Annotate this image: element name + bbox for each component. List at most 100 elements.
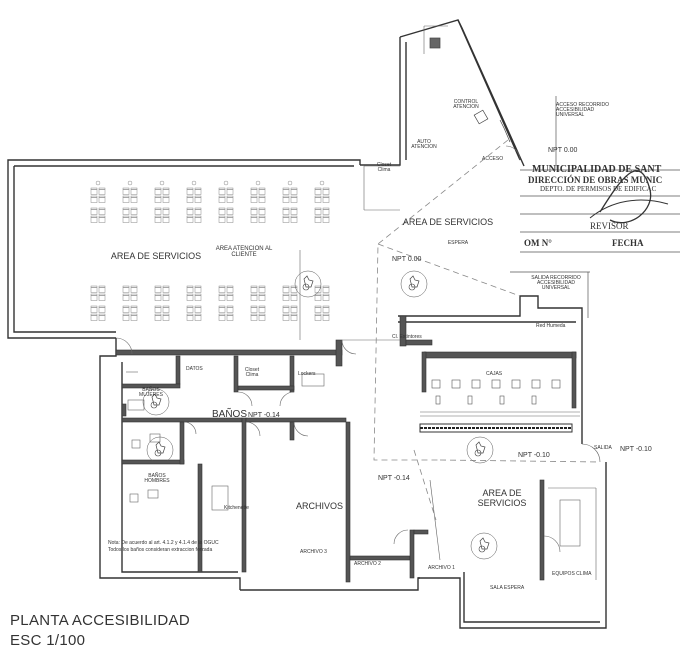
label-npt-010-b: NPT -0.10 [620,446,652,453]
note-line-1: Nota: De acuerdo al art. 4.1.2 y 4.1.4 d… [108,540,219,546]
chair-mark [223,180,229,186]
chair-pair [123,188,137,195]
label-area-servicios-espera: AREA DE SERVICIOS [402,217,494,227]
outer-walls [7,19,607,629]
chair-pair [219,294,233,301]
chair-pair [219,286,233,293]
chair-pair [155,196,169,203]
chair-pair [155,286,169,293]
chair-pair [91,314,105,321]
chair-pair [251,314,265,321]
label-acceso: ACCESO [482,156,504,162]
stamp-line-2: DIRECCIÓN DE OBRAS MUNIC [528,175,663,185]
label-npt-014-b: NPT -0.14 [378,475,410,482]
label-kitchenette: Kitchenette [224,505,250,511]
label-npt-014-a: NPT -0.14 [248,412,280,419]
label-auto-atencion: AUTO ATENCION [411,139,437,150]
chair-pair [123,208,137,215]
chair-pair [123,294,137,301]
chair-pair [91,196,105,203]
label-npt-000-a: NPT 0.00 [548,147,578,154]
chair-pair [283,294,297,301]
chair-pair [219,216,233,223]
chair-pair [123,286,137,293]
label-acceso-recorrido: ACCESO RECORRIDO ACCESIBILIDAD UNIVERSAL [556,102,610,118]
label-salida: SALIDA [594,445,612,451]
chair-pair [283,286,297,293]
chair-pair [187,196,201,203]
chair-pair [283,306,297,313]
label-sala-espera: SALA ESPERA [490,585,525,591]
chair-pair [219,306,233,313]
chair-pair [155,314,169,321]
cajas-chairs [431,379,561,405]
label-salida-recorrido: SALIDA RECORRIDO ACCESIBILIDAD UNIVERSAL [531,275,581,291]
chair-mark [255,180,261,186]
chair-pair [187,314,201,321]
chair-pair [187,188,201,195]
chair-mark [159,180,165,186]
label-closet-clima: Closet Clima [376,162,392,173]
label-banos-hombres: BAÑOS HOMBRES [144,473,170,484]
chair-pair [155,216,169,223]
plan-title: PLANTA ACCESIBILIDAD [10,612,190,629]
interior-walls [115,315,577,583]
chair-pair [283,314,297,321]
chair-pair [91,208,105,215]
chair-mark [95,180,101,186]
chair-pair [251,216,265,223]
label-archivo-3: ARCHIVO 3 [300,549,327,555]
chair-pair [315,216,329,223]
label-npt-010-a: NPT -0.10 [518,452,550,459]
chair-pair [283,216,297,223]
chair-pair [315,188,329,195]
label-area-atencion: AREA ATENCION AL CLIENTE [215,246,273,258]
chair-pair [123,196,137,203]
label-lockers: Lockers [298,371,316,377]
chair-pair [187,216,201,223]
chair-pair [251,208,265,215]
stamp-lines [510,96,680,318]
label-espera: ESPERA [447,240,469,246]
label-control-atencion: CONTROL ATENCION [453,99,479,110]
label-archivo-2: ARCHIVO 2 [354,561,381,567]
chair-pair [315,208,329,215]
door-swings [115,145,601,553]
chair-mark [287,180,293,186]
chair-pair [283,188,297,195]
chair-pair [251,286,265,293]
chair-pair [315,286,329,293]
label-area-servicios-1: AREA DE SERVICIOS [110,251,202,261]
chair-pair [219,208,233,215]
chair-pair [91,188,105,195]
chair-pair [91,306,105,313]
label-archivos: ARCHIVOS [296,501,344,511]
label-cajas: CAJAS [486,371,503,377]
chair-pair [283,196,297,203]
cajas-counter [419,423,573,433]
chair-pair [187,286,201,293]
chair-pair [251,294,265,301]
note-line-2: Todos los baños consideran extraccion fo… [108,547,213,553]
chair-pair [315,306,329,313]
label-npt-000-b: NPT 0.00 [392,256,422,263]
chair-mark [127,180,133,186]
chair-pair [123,216,137,223]
chair-mark [191,180,197,186]
chair-pair [219,188,233,195]
chair-pair [91,216,105,223]
chair-pair [315,196,329,203]
stamp-line-1: MUNICIPALIDAD DE SANT [532,164,662,175]
label-red-humeda: Red Humeda [536,323,566,329]
label-closet-clima-2: Closet Clima [244,367,260,378]
chair-pair [91,294,105,301]
chair-pair [283,208,297,215]
chair-pair [155,188,169,195]
chair-pair [219,314,233,321]
chair-pair [187,208,201,215]
label-banos: BAÑOS [212,409,248,420]
waiting-chairs [91,180,329,321]
stamp-om: OM N° [524,238,552,248]
chair-pair [219,196,233,203]
